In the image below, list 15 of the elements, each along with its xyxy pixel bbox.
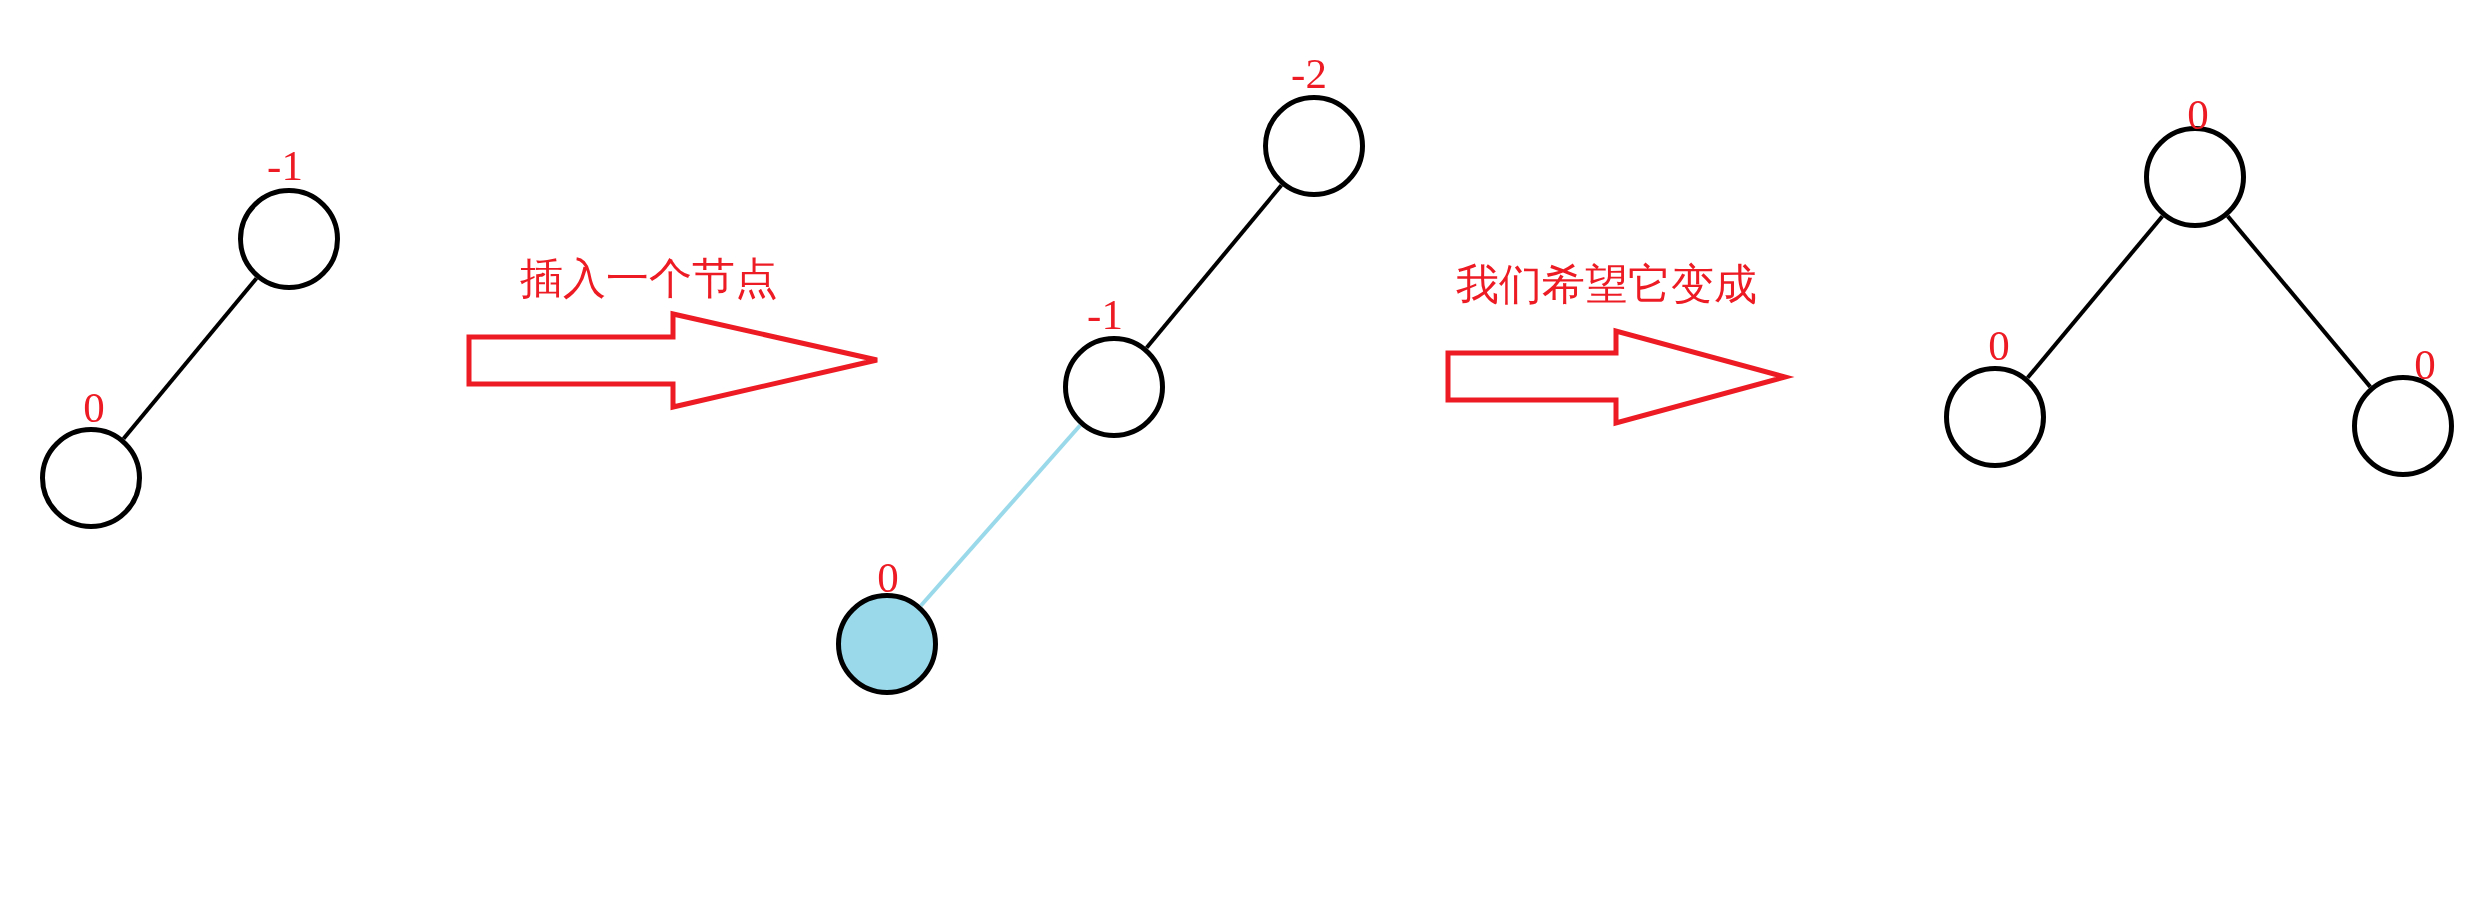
step-label: 我们希望它变成 bbox=[1455, 262, 1757, 306]
balance-factor: 0 bbox=[83, 385, 105, 429]
tree-edge bbox=[121, 277, 259, 440]
tree-edge bbox=[2226, 214, 2372, 389]
tree-edge bbox=[2026, 214, 2164, 380]
balance-factor: 0 bbox=[1988, 323, 2010, 367]
balance-factor: 0 bbox=[877, 555, 899, 599]
balance-factor: 0 bbox=[2414, 342, 2436, 386]
tree-edge bbox=[1145, 183, 1283, 350]
tree-edge bbox=[919, 423, 1082, 608]
balance-factor: -2 bbox=[1291, 51, 1327, 95]
balance-factor: -1 bbox=[1087, 292, 1123, 336]
balance-factor: -1 bbox=[267, 143, 303, 187]
balance-factor: 0 bbox=[2187, 92, 2209, 136]
step-label: 插入一个节点 bbox=[520, 256, 778, 300]
